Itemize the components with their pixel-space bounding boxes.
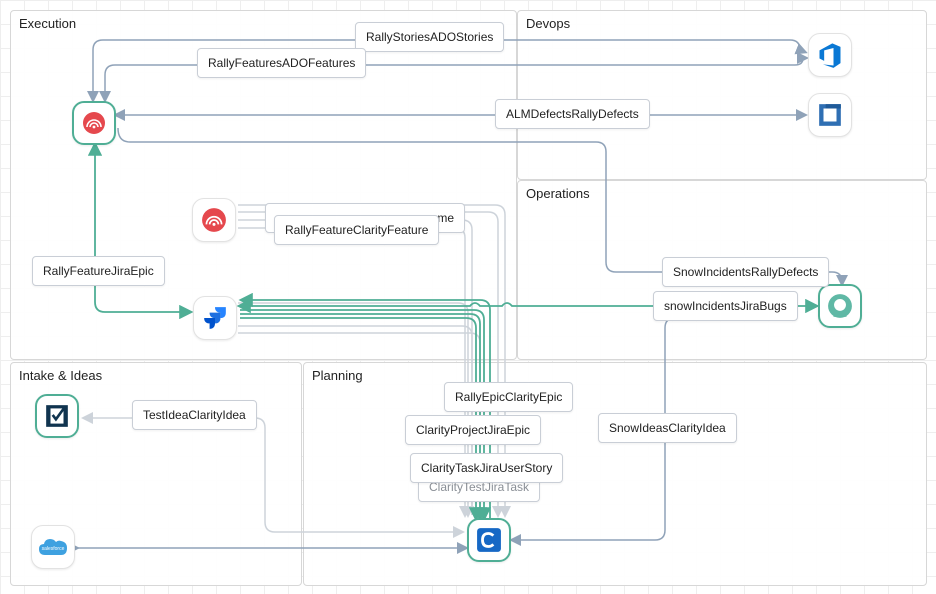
link-label-test-idea-clarity-idea[interactable]: TestIdeaClarityIdea bbox=[132, 400, 257, 430]
group-title-devops: Devops bbox=[526, 16, 571, 31]
link-label-rally-feature-clarity-feature[interactable]: RallyFeatureClarityFeature bbox=[274, 215, 440, 245]
group-devops: Devops bbox=[517, 10, 927, 180]
link-label-rally-epic-clarity-epic[interactable]: RallyEpicClarityEpic bbox=[444, 382, 574, 412]
link-label-snow-incidents-rally-defects[interactable]: SnowIncidentsRallyDefects bbox=[662, 257, 830, 287]
link-label-rally-feature-jira-epic[interactable]: RallyFeatureJiraEpic bbox=[32, 256, 165, 286]
clarity-node[interactable] bbox=[467, 518, 511, 562]
alm-node[interactable] bbox=[808, 93, 852, 137]
selected-links bbox=[87, 141, 820, 522]
alm-square-icon bbox=[819, 104, 841, 126]
group-title-execution: Execution bbox=[19, 16, 77, 31]
jira-icon bbox=[204, 307, 226, 329]
link-label-clarity-project-jira-epic[interactable]: ClarityProjectJiraEpic bbox=[405, 415, 542, 445]
salesforce-logo-text: salesforce bbox=[42, 546, 65, 552]
link-label-rally-stories-ado-stories[interactable]: RallyStoriesADOStories bbox=[355, 22, 505, 52]
group-title-intake-ideas: Intake & Ideas bbox=[19, 368, 103, 383]
salesforce-node[interactable]: salesforce bbox=[31, 525, 75, 569]
azure-devops-node[interactable] bbox=[808, 33, 852, 77]
servicenow-node[interactable] bbox=[818, 284, 862, 328]
salesforce-cloud-icon: salesforce bbox=[39, 539, 67, 555]
rally-node-secondary[interactable] bbox=[192, 198, 236, 242]
link-label-clarity-task-jira-user-story[interactable]: ClarityTaskJiraUserStory bbox=[410, 453, 564, 483]
link-label-snow-ideas-clarity-idea[interactable]: SnowIdeasClarityIdea bbox=[598, 413, 737, 443]
link-label-alm-defects-rally-defects[interactable]: ALMDefectsRallyDefects bbox=[495, 99, 650, 129]
azure-devops-icon bbox=[819, 43, 841, 68]
smartsheet-node[interactable] bbox=[35, 394, 79, 438]
rally-icon bbox=[83, 112, 105, 134]
link-label-rally-features-ado-features[interactable]: RallyFeaturesADOFeatures bbox=[197, 48, 367, 78]
checkbox-app-icon bbox=[46, 405, 68, 427]
servicenow-icon bbox=[828, 294, 852, 318]
group-title-operations: Operations bbox=[526, 186, 590, 201]
group-title-planning: Planning bbox=[312, 368, 363, 383]
rally-icon bbox=[202, 208, 226, 232]
jira-node[interactable] bbox=[193, 296, 237, 340]
link-label-snow-incidents-jira-bugs[interactable]: snowIncidentsJiraBugs bbox=[653, 291, 798, 321]
clarity-c-icon bbox=[477, 528, 501, 552]
rally-node-execution[interactable] bbox=[72, 101, 116, 145]
